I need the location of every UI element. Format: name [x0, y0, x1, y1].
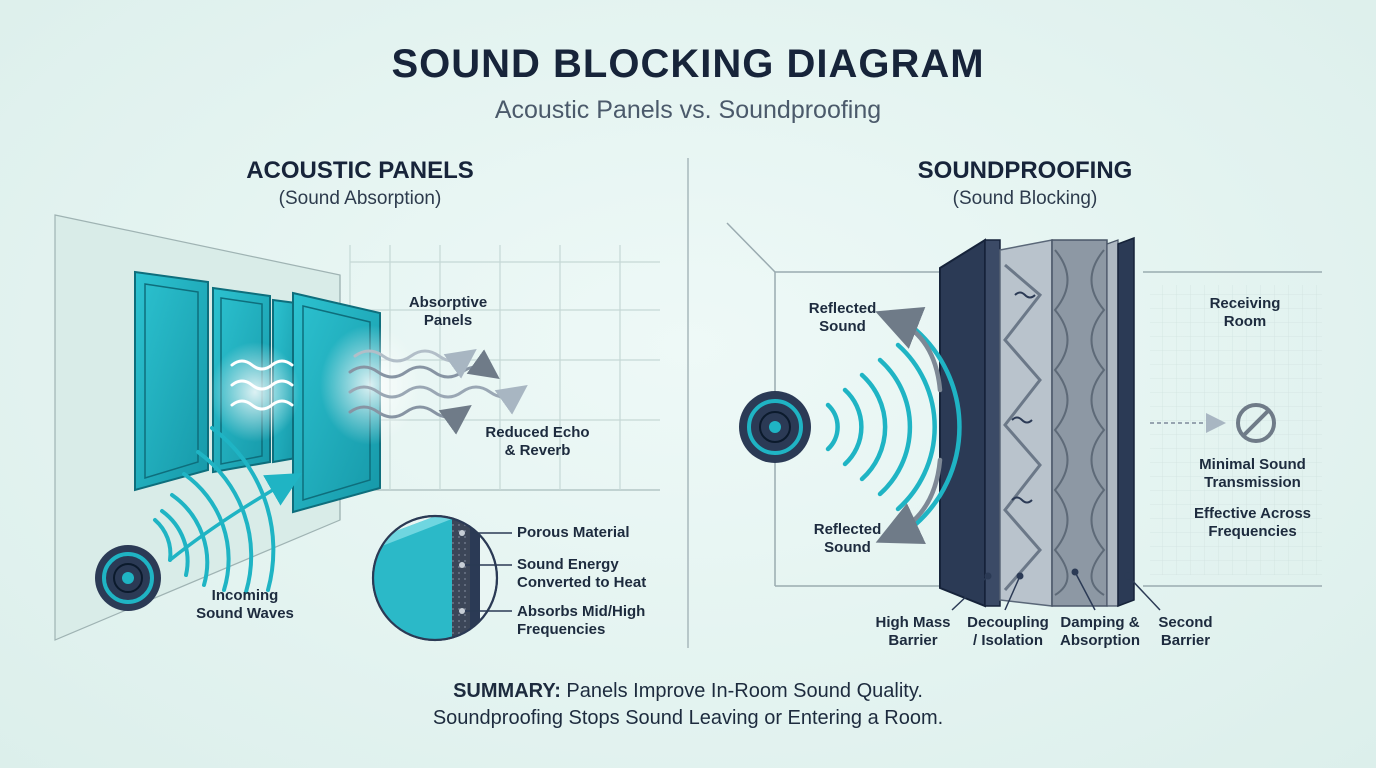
reflected-arrows	[875, 307, 943, 544]
right-heading: SOUNDPROOFING	[917, 157, 1133, 184]
acoustic-panels	[134, 270, 420, 514]
main-title: SOUND BLOCKING DIAGRAM	[391, 42, 985, 86]
left-subheading: (Sound Absorption)	[278, 188, 442, 209]
layer-callouts	[951, 568, 1161, 611]
soundproof-wall	[939, 236, 1135, 608]
label-decoupling: Decoupling/ Isolation	[967, 614, 1049, 649]
no-transmission-icon	[1236, 403, 1276, 443]
panel-detail-callout	[371, 514, 512, 642]
label-reduced-echo: Reduced Echo& Reverb	[485, 424, 590, 459]
main-subtitle: Acoustic Panels vs. Soundproofing	[494, 96, 882, 124]
summary-lead: SUMMARY:	[453, 680, 561, 702]
summary-line2: Soundproofing Stops Sound Leaving or Ent…	[432, 707, 944, 729]
absorbed-waves	[230, 349, 528, 435]
incoming-waves	[153, 426, 303, 594]
outgoing-waves	[825, 327, 962, 527]
receiving-room-grid	[1150, 285, 1322, 575]
summary: SUMMARY: Panels Improve In-Room Sound Qu…	[0, 678, 1376, 732]
speaker-icon-left	[95, 545, 161, 611]
speaker-icon-right	[739, 391, 811, 463]
label-porous-material: Porous Material	[517, 524, 630, 541]
summary-line1: Panels Improve In-Room Sound Quality.	[566, 680, 923, 702]
left-heading: ACOUSTIC PANELS	[246, 157, 474, 184]
label-damping: Damping &Absorption	[1060, 614, 1140, 649]
right-subheading: (Sound Blocking)	[952, 188, 1098, 209]
